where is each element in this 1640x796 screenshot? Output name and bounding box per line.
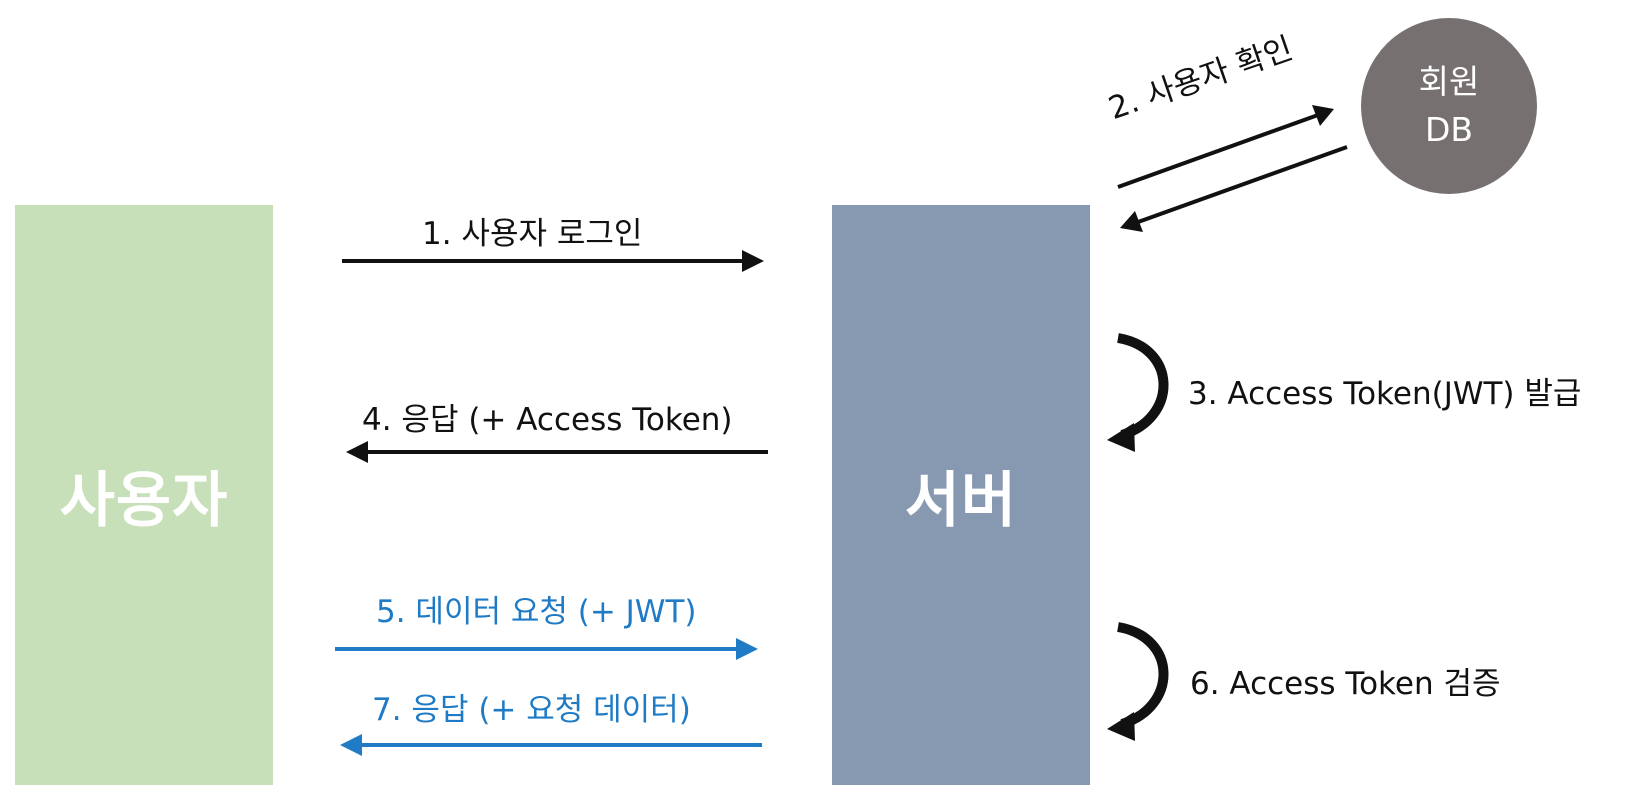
arrow-step-7 xyxy=(340,734,762,756)
db-label-line2: DB xyxy=(1424,110,1474,149)
arrow-step-5 xyxy=(335,638,758,660)
arrow-db-return xyxy=(1120,145,1348,232)
member-db-node: 회원 DB xyxy=(1361,18,1537,194)
server-label: 서버 xyxy=(904,465,1018,536)
arrow-step-4 xyxy=(346,441,768,463)
arrow-step-3-curve xyxy=(1107,333,1169,452)
step-5-label: 5. 데이터 요청 (+ JWT) xyxy=(376,594,697,630)
user-label: 사용자 xyxy=(59,465,229,536)
step-7-label: 7. 응답 (+ 요청 데이터) xyxy=(372,692,691,728)
db-label-line1: 회원 xyxy=(1418,62,1480,101)
server-box: 서버 xyxy=(832,205,1090,785)
user-box: 사용자 xyxy=(15,205,273,785)
arrow-step-1 xyxy=(342,250,764,272)
arrow-step-2 xyxy=(1117,105,1334,189)
step-3-label: 3. Access Token(JWT) 발급 xyxy=(1188,376,1582,412)
step-4-label: 4. 응답 (+ Access Token) xyxy=(362,402,733,438)
step-1-label: 1. 사용자 로그인 xyxy=(422,216,643,252)
step-6-label: 6. Access Token 검증 xyxy=(1190,666,1501,702)
arrow-step-6-curve xyxy=(1107,622,1169,741)
